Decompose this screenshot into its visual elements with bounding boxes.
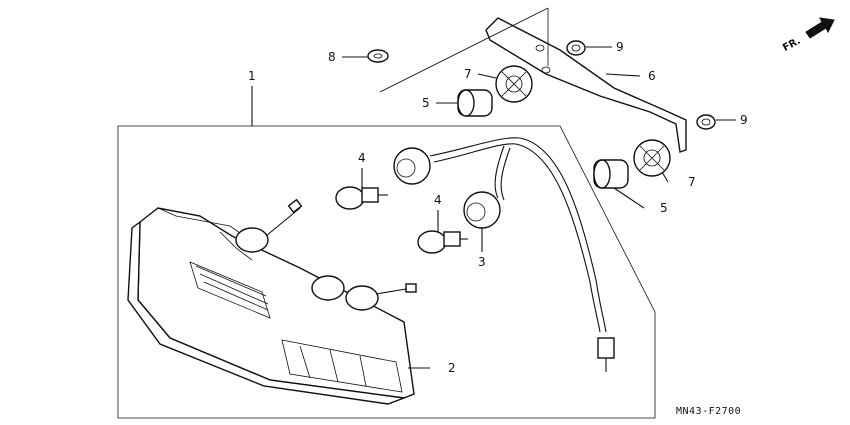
direction-label: FR. [781,36,803,54]
leader-lines [342,46,736,369]
front-direction-arrow-icon [805,17,835,39]
callout-9-upper: 9 [616,40,624,54]
bulb-upper [335,186,388,210]
callout-9-lower: 9 [740,113,748,127]
callout-8: 8 [328,50,336,64]
assembly-line [379,7,549,93]
callout-1: 1 [248,69,256,83]
bulb-socket-lower [463,191,501,229]
drawing-code: MN43-F2700 [676,406,741,417]
bulb-lower [417,230,468,254]
callout-6: 6 [648,69,656,83]
collar-lower [593,159,629,189]
grommet-upper [495,65,533,103]
callout-5-lower: 5 [660,201,668,215]
grommet-lower [633,139,671,177]
callout-5-upper: 5 [422,96,430,110]
nut-lower [696,114,716,130]
mounting-bracket [485,17,687,153]
callout-4-lower: 4 [434,193,442,207]
nut-upper [566,40,586,56]
tail-lamp-housing [127,198,417,405]
callout-7-lower: 7 [688,175,696,189]
washer [367,49,389,63]
assembly-boundary [117,125,656,419]
callout-2: 2 [448,361,456,375]
bulb-socket-upper [393,147,431,185]
wiring-harness [429,137,615,372]
collar-upper [457,89,493,117]
callout-3: 3 [478,255,486,269]
callout-4-upper: 4 [358,151,366,165]
callout-7-upper: 7 [464,67,472,81]
